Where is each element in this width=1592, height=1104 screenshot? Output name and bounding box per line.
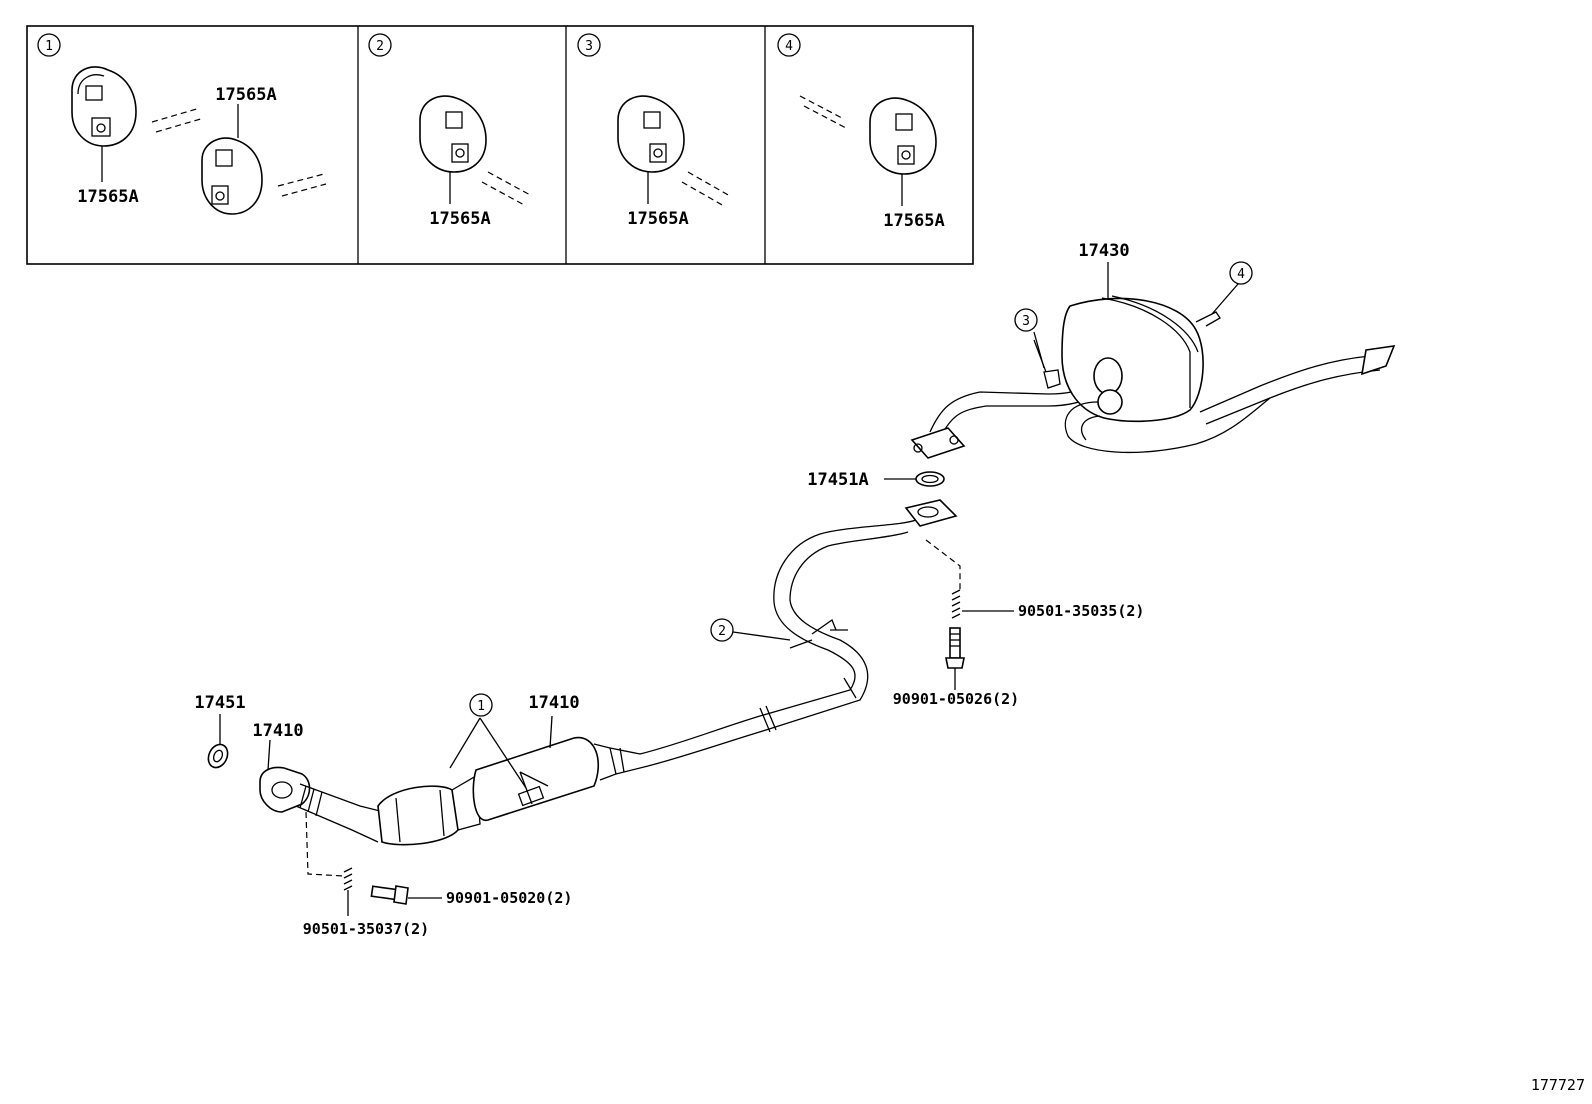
- panel-3-label: 17565A: [627, 209, 688, 229]
- label-gasket: 17451: [194, 693, 245, 713]
- bolt-guide-upper: [925, 539, 961, 590]
- callout-1-leaders: [449, 717, 527, 789]
- bolt-guide-lower: [305, 811, 345, 877]
- panel-3-number: 3: [585, 39, 593, 54]
- spring-upper-icon: [951, 589, 961, 619]
- panel-1-number: 1: [45, 39, 53, 54]
- panel-2-number: 2: [376, 39, 384, 54]
- spring-lower-icon: [343, 867, 353, 891]
- center-pipe: [639, 499, 958, 767]
- panel-1: 1 17565A 17565A: [37, 33, 327, 215]
- hanger-insulator-icon: [419, 95, 487, 173]
- diagram-id: 177727: [1531, 1076, 1585, 1094]
- hanger-insulator-icon: [201, 137, 263, 215]
- gasket-17451-icon: [207, 743, 229, 769]
- label-gasket-a: 17451A: [807, 470, 868, 490]
- hanger-insulator-icon: [617, 95, 685, 173]
- front-pipe-converter: [259, 737, 649, 846]
- hanger-insulator-icon: [71, 66, 137, 147]
- panel-2-label: 17565A: [429, 209, 490, 229]
- label-front-pipe-left: 17410: [252, 721, 303, 741]
- leader-17410-center: [549, 715, 553, 749]
- label-bolt-lower: 90901-05020(2): [446, 889, 572, 907]
- panel-1-label-top: 17565A: [215, 85, 276, 105]
- inset-panels: 1 17565A 17565A: [26, 25, 974, 265]
- part-labels: 17430 17451A 90501-35035(2) 90901-05026(…: [194, 241, 1144, 938]
- label-spring-upper: 90501-35035(2): [1018, 602, 1144, 620]
- tail-pipe-muffler-assembly: [910, 295, 1396, 459]
- panel-4-label: 17565A: [883, 211, 944, 231]
- panel-3: 3 17565A: [577, 33, 731, 229]
- label-muffler: 17430: [1078, 241, 1129, 261]
- panel-2: 2 17565A: [368, 33, 533, 229]
- upper-leaders: [884, 262, 1239, 480]
- label-bolt-upper: 90901-05026(2): [893, 690, 1019, 708]
- bolt-upper-icon: [945, 627, 965, 669]
- panel-1-label-bottom: 17565A: [77, 187, 138, 207]
- callout-3: 3: [1022, 314, 1030, 329]
- label-front-pipe-center: 17410: [528, 693, 579, 713]
- callout-markers: 3 4 2 1: [469, 261, 1253, 717]
- leader-17410-left: [267, 739, 271, 771]
- callout-4: 4: [1237, 267, 1245, 282]
- hanger-insulator-icon: [869, 97, 937, 175]
- label-spring-lower: 90501-35037(2): [303, 920, 429, 938]
- bolt-lower-icon: [370, 885, 409, 905]
- callout-2: 2: [718, 624, 726, 639]
- gasket-17451a-icon: [915, 471, 945, 487]
- callout-1: 1: [477, 699, 485, 714]
- panel-4-number: 4: [785, 39, 793, 54]
- panel-4: 4 17565A: [777, 33, 945, 231]
